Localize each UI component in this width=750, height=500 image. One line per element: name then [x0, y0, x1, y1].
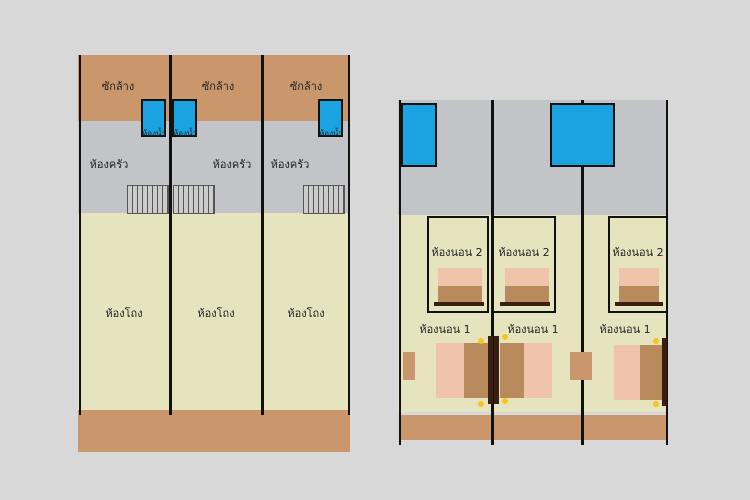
kitchen-label: ห้องครัว: [270, 158, 310, 171]
laundry-label: ซักล้าง: [289, 80, 323, 93]
staircase-1: [127, 185, 169, 214]
bathroom-label: ห้องน้ำ: [319, 129, 343, 138]
upper-bathroom-1: [401, 103, 437, 167]
staircase-3: [303, 185, 345, 214]
bedroom2-label: ห้องนอน 2: [498, 246, 550, 259]
bathroom-3: [318, 99, 343, 137]
bathroom-1: [141, 99, 166, 137]
bedroom2-room: [608, 216, 667, 313]
bathroom-2: [172, 99, 197, 137]
bedroom1-label: ห้องนอน 1: [507, 323, 559, 336]
bedroom2-room: [494, 216, 556, 313]
tv-cabinet: [403, 352, 415, 380]
front-porch: [78, 410, 350, 452]
bedroom2-room: [427, 216, 489, 313]
bathroom-label: ห้องน้ำ: [142, 129, 166, 138]
upper-hall-area: [398, 100, 668, 215]
laundry-label: ซักล้าง: [201, 80, 235, 93]
hall-label: ห้องโถง: [197, 307, 235, 320]
laundry-label: ซักล้าง: [101, 80, 135, 93]
bathroom-label: ห้องน้ำ: [173, 129, 197, 138]
staircase-2: [173, 185, 215, 214]
balcony: [400, 415, 668, 440]
hall-area: [78, 213, 350, 410]
upper-bathroom-2: [550, 103, 615, 167]
hall-label: ห้องโถง: [287, 307, 325, 320]
kitchen-label: ห้องครัว: [89, 158, 129, 171]
laundry-area: [78, 55, 350, 121]
tv-cabinet: [570, 352, 592, 380]
bedroom1-label: ห้องนอน 1: [419, 323, 471, 336]
kitchen-label: ห้องครัว: [212, 158, 252, 171]
hall-label: ห้องโถง: [105, 307, 143, 320]
bedroom1-label: ห้องนอน 1: [599, 323, 651, 336]
bedroom2-label: ห้องนอน 2: [431, 246, 483, 259]
bedroom2-label: ห้องนอน 2: [612, 246, 664, 259]
